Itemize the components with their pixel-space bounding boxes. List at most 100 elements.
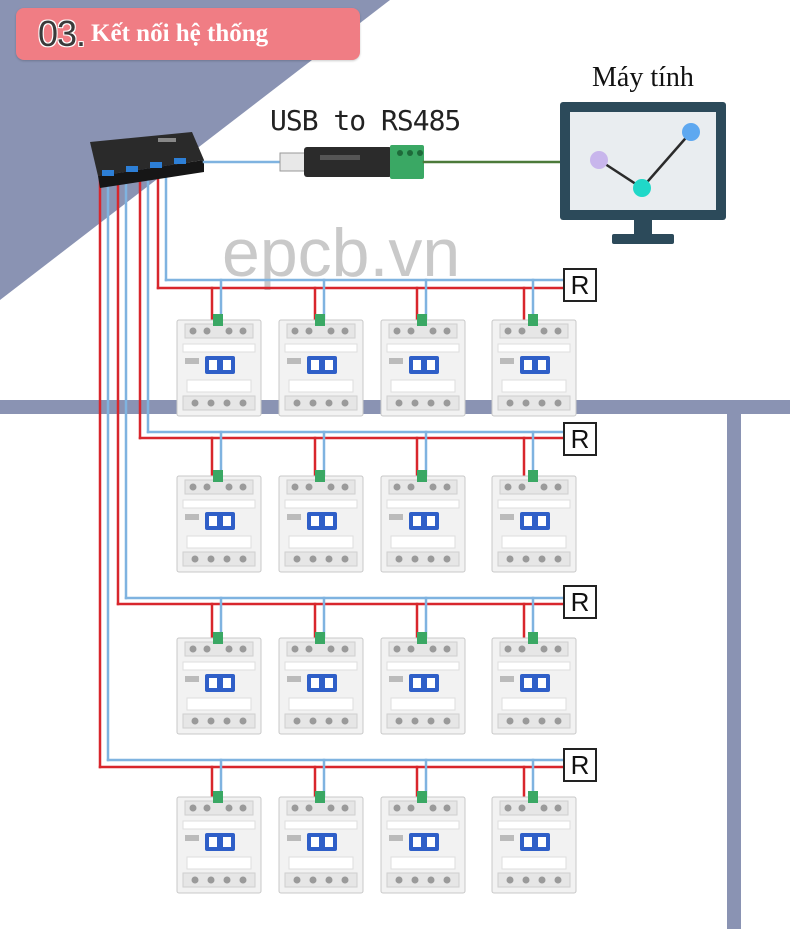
- toggle-switch: [325, 516, 333, 526]
- circuit-breaker-icon: [491, 470, 577, 573]
- screw-icon: [393, 327, 401, 335]
- toggle-switch: [325, 360, 333, 370]
- screw-icon: [225, 483, 233, 491]
- screw-icon: [538, 876, 546, 884]
- breaker-indicator: [185, 835, 199, 841]
- screw-icon: [427, 717, 435, 725]
- screw-icon: [325, 876, 333, 884]
- screw-icon: [540, 645, 548, 653]
- breaker-label-strip: [497, 661, 571, 671]
- screw-icon: [522, 399, 530, 407]
- screw-icon: [429, 804, 437, 812]
- screw-icon: [540, 804, 548, 812]
- screw-icon: [239, 399, 247, 407]
- screw-icon: [239, 645, 247, 653]
- breaker-rs485-terminal: [528, 632, 538, 644]
- screw-icon: [397, 150, 403, 156]
- screw-icon: [305, 327, 313, 335]
- screw-icon: [538, 717, 546, 725]
- section-title: Kết nối hệ thống: [91, 20, 269, 47]
- screw-icon: [429, 483, 437, 491]
- toggle-switch: [413, 360, 421, 370]
- toggle-switch: [427, 360, 435, 370]
- screw-icon: [225, 327, 233, 335]
- screw-icon: [225, 804, 233, 812]
- breaker-label-strip: [386, 661, 460, 671]
- breaker-rs485-terminal: [213, 791, 223, 803]
- circuit-breaker-icon: [176, 791, 262, 894]
- toggle-switch: [223, 678, 231, 688]
- usb-port-icon: [150, 162, 162, 168]
- breaker-indicator: [185, 676, 199, 682]
- screw-icon: [325, 399, 333, 407]
- breaker-rs485-terminal: [528, 314, 538, 326]
- breaker-rs485-terminal: [528, 470, 538, 482]
- screw-icon: [407, 150, 413, 156]
- screw-icon: [309, 399, 317, 407]
- breaker-spec-strip: [390, 856, 456, 870]
- screw-icon: [504, 804, 512, 812]
- breaker-indicator: [389, 676, 403, 682]
- screw-icon: [239, 804, 247, 812]
- screw-icon: [203, 483, 211, 491]
- screw-icon: [393, 804, 401, 812]
- toggle-switch: [311, 360, 319, 370]
- breaker-spec-strip: [288, 379, 354, 393]
- screw-icon: [538, 555, 546, 563]
- toggle-switch: [524, 837, 532, 847]
- circuit-breaker-icon: [278, 632, 364, 735]
- screw-icon: [554, 483, 562, 491]
- screw-icon: [522, 555, 530, 563]
- screw-icon: [554, 399, 562, 407]
- usb-plug: [279, 152, 307, 172]
- screw-icon: [325, 555, 333, 563]
- breaker-indicator: [500, 514, 514, 520]
- breaker-indicator: [389, 358, 403, 364]
- screw-icon: [554, 327, 562, 335]
- screw-icon: [407, 645, 415, 653]
- breaker-indicator: [287, 676, 301, 682]
- usb-port-icon: [126, 166, 138, 172]
- breaker-spec-strip: [501, 379, 567, 393]
- breaker-bottom-terminals: [386, 395, 460, 411]
- computer-label: Máy tính: [592, 62, 694, 93]
- breaker-indicator: [287, 358, 301, 364]
- screw-icon: [518, 645, 526, 653]
- monitor-neck: [634, 220, 652, 234]
- screw-icon: [305, 645, 313, 653]
- screw-icon: [411, 717, 419, 725]
- breaker-indicator: [185, 358, 199, 364]
- toggle-switch: [538, 837, 546, 847]
- adapter-text: [320, 155, 360, 160]
- screw-icon: [393, 483, 401, 491]
- screw-icon: [538, 399, 546, 407]
- hub-top: [90, 132, 204, 176]
- screw-icon: [506, 876, 514, 884]
- breaker-label-strip: [386, 820, 460, 830]
- usb-port-icon: [174, 158, 186, 164]
- hub-front: [98, 160, 204, 188]
- circuit-breaker-icon: [491, 314, 577, 417]
- breaker-label-strip: [284, 661, 358, 671]
- breaker-bottom-terminals: [386, 872, 460, 888]
- screw-icon: [341, 483, 349, 491]
- breaker-rs485-terminal: [417, 791, 427, 803]
- breaker-spec-strip: [288, 535, 354, 549]
- toggle-switch: [524, 360, 532, 370]
- circuit-breaker-icon: [491, 791, 577, 894]
- toggle-switch: [413, 516, 421, 526]
- screw-icon: [207, 399, 215, 407]
- breaker-spec-strip: [501, 697, 567, 711]
- screw-icon: [554, 645, 562, 653]
- screw-icon: [395, 399, 403, 407]
- breaker-label-strip: [182, 820, 256, 830]
- breaker-label-strip: [386, 499, 460, 509]
- screw-icon: [506, 717, 514, 725]
- screw-icon: [291, 804, 299, 812]
- circuit-breaker-icon: [380, 632, 466, 735]
- toggle-switch: [209, 837, 217, 847]
- screw-icon: [293, 555, 301, 563]
- screw-icon: [395, 717, 403, 725]
- screw-icon: [309, 555, 317, 563]
